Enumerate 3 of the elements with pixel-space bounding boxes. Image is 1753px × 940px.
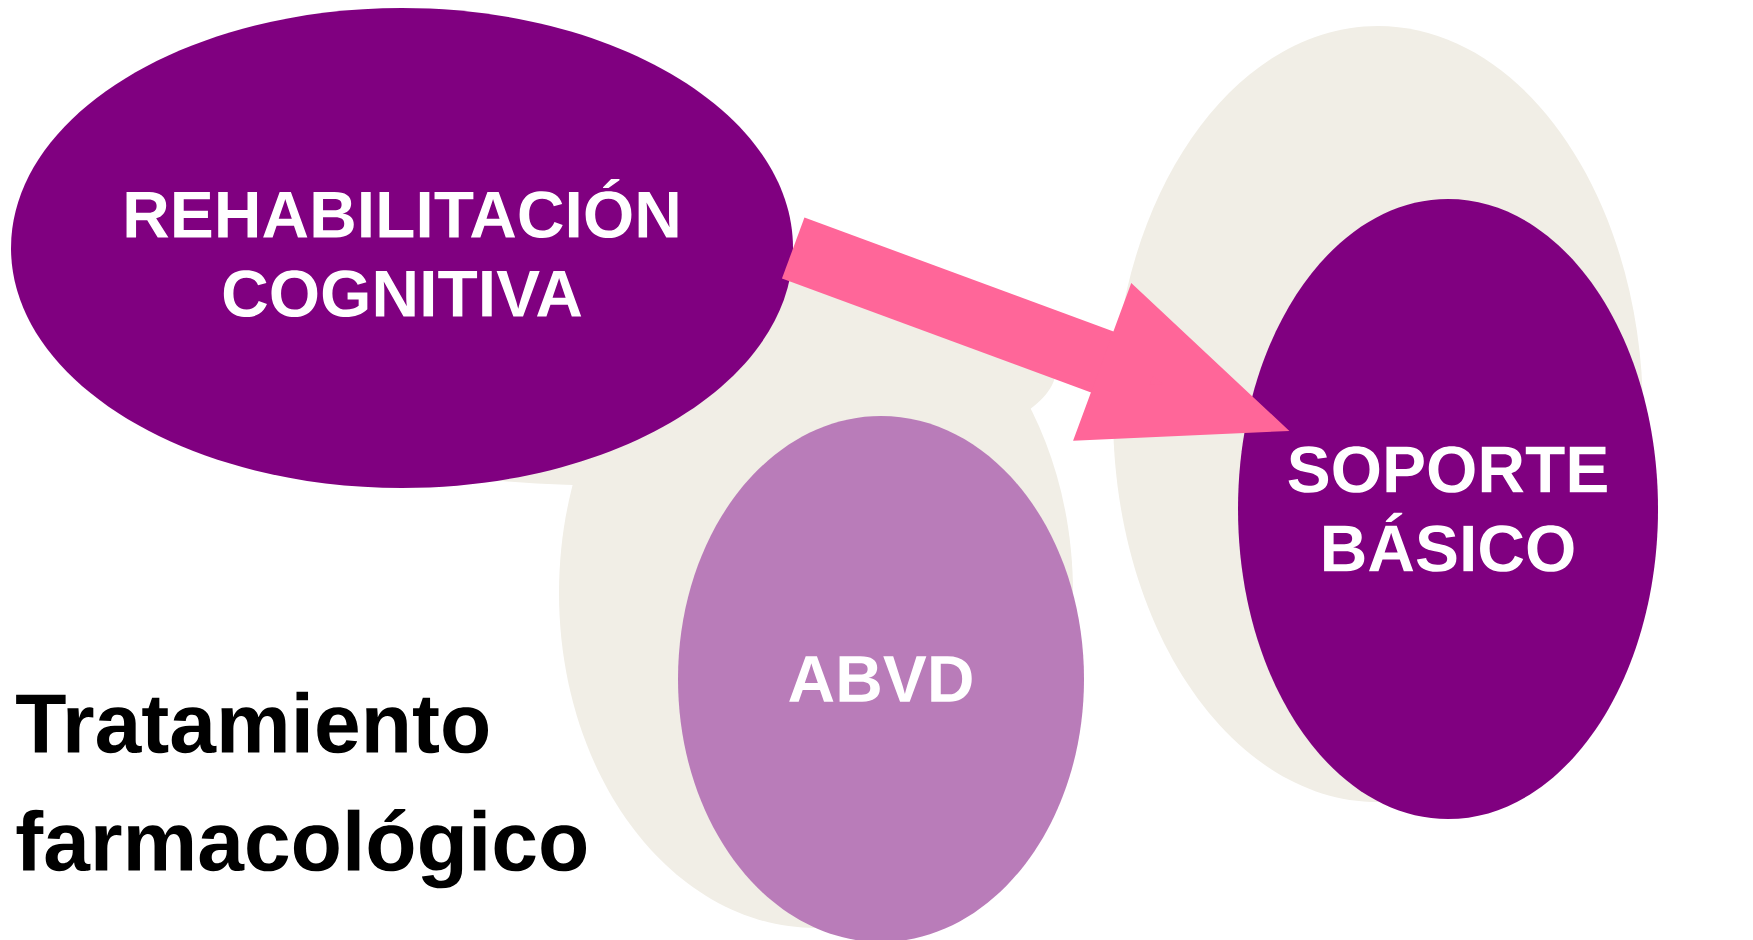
title-text: Tratamiento farmacológico xyxy=(16,691,587,889)
ellipse-node: REHABILITACIÓN COGNITIVA xyxy=(11,8,793,488)
ellipse-node: SOPORTE BÁSICO xyxy=(1238,199,1658,819)
